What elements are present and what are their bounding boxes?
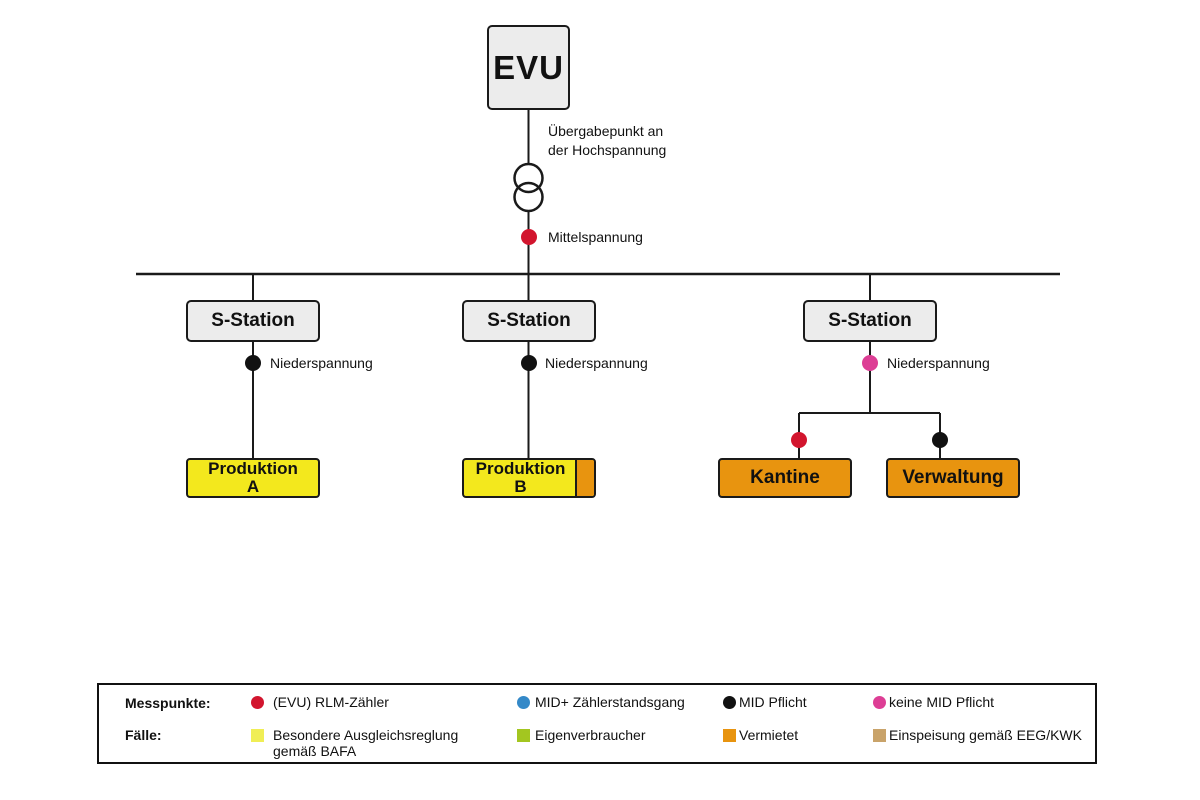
legend-eigenverbraucher-label: Eigenverbraucher: [535, 727, 646, 743]
legend-eigenverbraucher-square-icon: [517, 729, 530, 742]
medium-voltage-label: Mittelspannung: [548, 229, 643, 245]
legend-eeg-kwk-label: Einspeisung gemäß EEG/KWK: [889, 727, 1082, 743]
legend-vermietet-square-icon: [723, 729, 736, 742]
legend-eeg-kwk-square-icon: [873, 729, 886, 742]
produktion-b-node: Produktion B: [462, 458, 596, 498]
transformer-icon: [513, 162, 544, 213]
no-mid-meter-dot-station3: [862, 355, 878, 371]
legend-midplus-dot-icon: [517, 696, 530, 709]
low-voltage-label-3: Niederspannung: [887, 355, 990, 371]
rlm-meter-dot-kantine: [791, 432, 807, 448]
rlm-meter-dot-medium-voltage: [520, 229, 537, 245]
legend-nomid-label: keine MID Pflicht: [889, 694, 995, 710]
legend-nomid-dot-icon: [873, 696, 886, 709]
verwaltung-node: Verwaltung: [886, 458, 1020, 498]
kantine-node: Kantine: [718, 458, 852, 498]
legend-bafa-square-icon: [251, 729, 264, 742]
legend-mid-label: MID Pflicht: [739, 694, 807, 710]
produktion-a-node: Produktion A: [186, 458, 320, 498]
substation-node-3: S-Station: [803, 300, 937, 342]
substation-node-1: S-Station: [186, 300, 320, 342]
legend: Messpunkte: (EVU) RLM-Zähler MID+ Zähler…: [97, 683, 1097, 764]
produktion-b-label: Produktion B: [475, 459, 566, 496]
low-voltage-label-2: Niederspannung: [545, 355, 648, 371]
legend-row2-label: Fälle:: [125, 727, 162, 743]
handover-note: Übergabepunkt an der Hochspannung: [548, 123, 667, 158]
low-voltage-label-1: Niederspannung: [270, 355, 373, 371]
evu-node: EVU: [487, 25, 570, 110]
mid-meter-dot-verwaltung: [932, 432, 948, 448]
legend-bafa-label: Besondere Ausgleichsreglung gemäß BAFA: [273, 727, 459, 759]
legend-row1-label: Messpunkte:: [125, 695, 211, 711]
legend-mid-dot-icon: [723, 696, 736, 709]
mid-meter-dot-station2: [520, 355, 537, 371]
mid-meter-dot-station1: [245, 355, 261, 371]
legend-rlm-dot-icon: [251, 696, 264, 709]
eeg-kwk-feed-in-tab: [575, 460, 594, 496]
legend-rlm-label: (EVU) RLM-Zähler: [273, 694, 389, 710]
substation-node-2: S-Station: [462, 300, 596, 342]
legend-vermietet-label: Vermietet: [739, 727, 799, 743]
legend-midplus-label: MID+ Zählerstandsgang: [535, 694, 685, 710]
